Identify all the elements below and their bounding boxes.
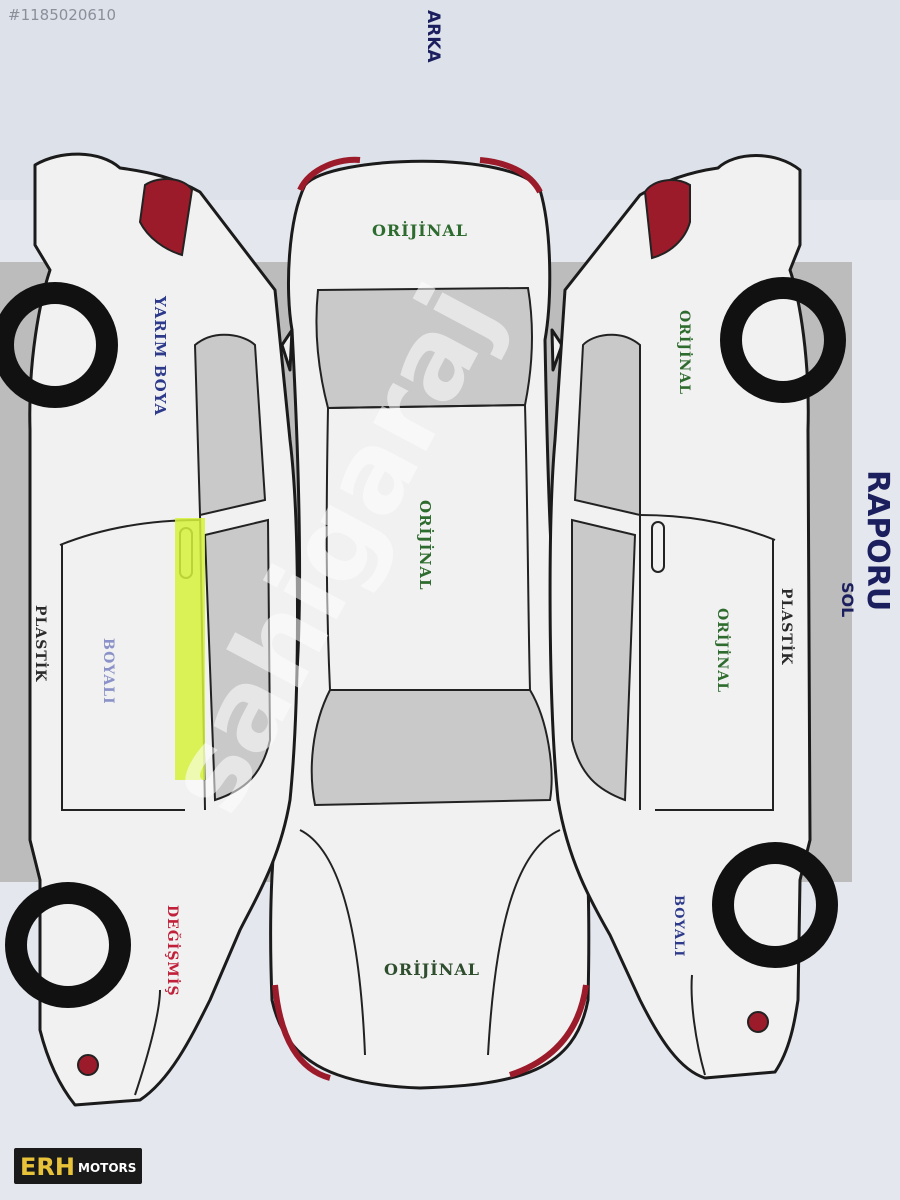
- hood-line-right: [487, 829, 561, 1056]
- door-outline-left: [655, 540, 774, 811]
- front-wheel-right-side: [5, 882, 131, 1008]
- windshield: [310, 689, 553, 807]
- front-lamp-left: [272, 984, 331, 1081]
- label-left-rear-door: ORİJİNAL: [714, 608, 733, 693]
- label-right-rear-fender: YARIM BOYA: [151, 295, 169, 416]
- rear-lamp-right-side: [138, 178, 194, 257]
- front-fog-lamp-right: [77, 1054, 99, 1076]
- front-fog-lamp-left: [747, 1011, 769, 1033]
- mirror-right: [550, 328, 564, 372]
- label-right-front-door: BOYALI: [100, 638, 116, 705]
- rear-side-window-right: [193, 333, 267, 517]
- rear-lamp-left-side: [643, 179, 691, 260]
- report-heading: RAPORU: [860, 470, 895, 611]
- logo-suffix: MOTORS: [78, 1161, 136, 1175]
- rear-label: ARKA: [423, 10, 443, 63]
- label-right-sill: PLASTİK: [32, 605, 51, 682]
- erh-motors-logo: ERH MOTORS: [14, 1148, 142, 1184]
- front-lamp-right: [509, 984, 589, 1078]
- label-right-front-fender: DEĞİŞMİŞ: [164, 905, 183, 997]
- logo-brand: ERH: [20, 1153, 75, 1181]
- label-hood: ORİJİNAL: [384, 959, 480, 979]
- side-label-sol: SOL: [838, 582, 857, 617]
- rear-lamp-right: [479, 157, 543, 194]
- rear-lamp-left: [297, 156, 361, 192]
- label-left-sill: PLASTİK: [778, 588, 797, 665]
- car-top-view: [269, 156, 591, 1090]
- headlamp-edge-right: [134, 989, 161, 1096]
- door-outline-right: [61, 545, 185, 811]
- paint-highlight-right: [175, 518, 205, 780]
- door-line-rear-left: [639, 514, 776, 541]
- label-left-rear-fender: ORİJİNAL: [676, 310, 695, 395]
- front-side-window-right: [203, 518, 272, 802]
- listing-id: #1185020610: [8, 6, 116, 24]
- rear-side-window-left: [573, 333, 641, 517]
- rear-wheel-left-side: [720, 277, 846, 403]
- door-handle-left: [651, 521, 665, 573]
- mirror-left: [280, 328, 294, 372]
- front-wheel-left-side: [712, 842, 838, 968]
- hood-line-left: [299, 829, 366, 1056]
- label-left-front-fender: BOYALI: [671, 895, 686, 957]
- headlamp-edge-left: [690, 974, 706, 1076]
- front-side-window-left: [571, 518, 637, 802]
- label-roof: ORİJİNAL: [416, 500, 435, 591]
- rear-wheel-right-side: [0, 282, 118, 408]
- label-trunk: ORİJİNAL: [372, 220, 468, 240]
